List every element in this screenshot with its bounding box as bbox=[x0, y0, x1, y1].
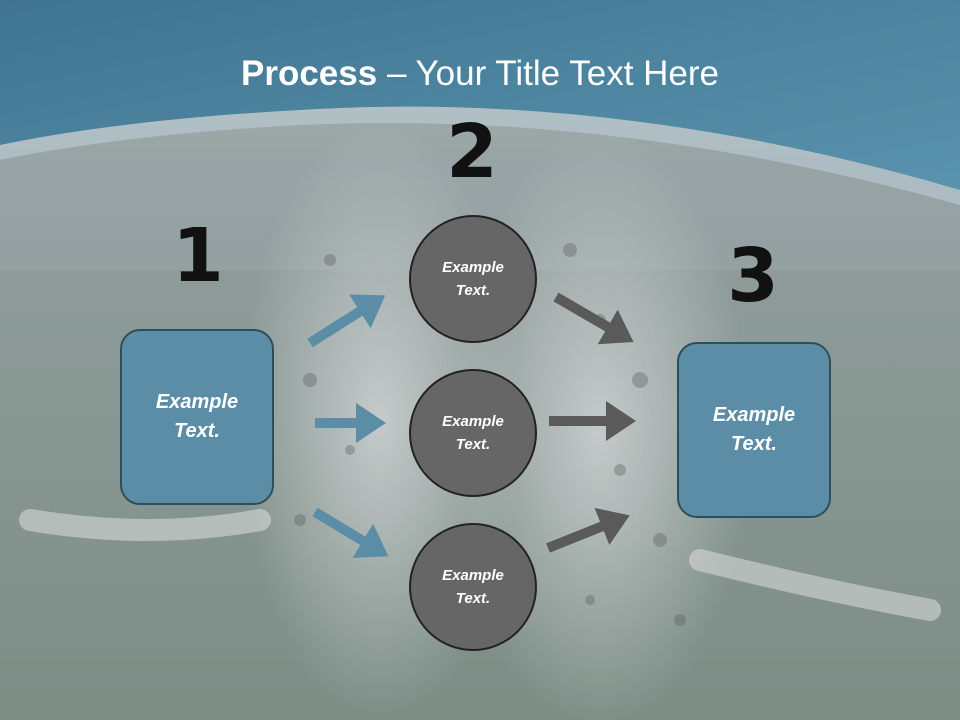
slide-title: Process – Your Title Text Here bbox=[0, 52, 960, 96]
process-circle-middle: Example Text. bbox=[409, 369, 537, 497]
step-number-1: 1 bbox=[172, 213, 224, 299]
step-number-2: 2 bbox=[446, 109, 498, 195]
arrow-left-to-bottom bbox=[312, 507, 389, 558]
step-number-3: 3 bbox=[727, 233, 779, 319]
arrow-top-to-right bbox=[553, 292, 634, 345]
process-circle-bottom: Example Text. bbox=[409, 523, 537, 651]
arrow-left-to-top bbox=[307, 294, 386, 348]
arrow-bottom-to-right bbox=[546, 507, 630, 553]
process-circle-top: Example Text. bbox=[409, 215, 537, 343]
right-process-box: Example Text. bbox=[677, 342, 831, 518]
left-process-box: Example Text. bbox=[120, 329, 274, 505]
title-rest: – Your Title Text Here bbox=[377, 54, 719, 93]
title-bold: Process bbox=[241, 54, 378, 93]
